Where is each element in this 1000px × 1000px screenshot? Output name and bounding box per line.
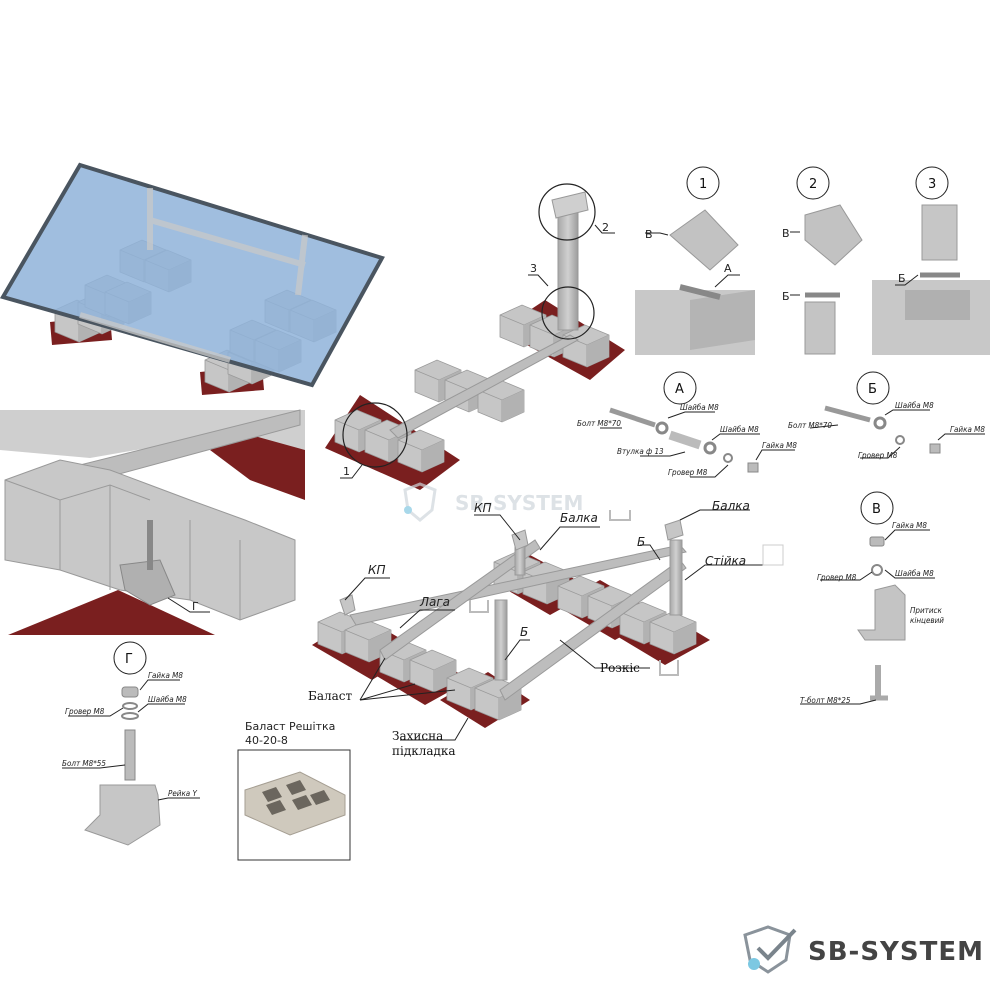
svg-text:Б: Б bbox=[637, 535, 645, 549]
svg-text:Шайба М8: Шайба М8 bbox=[680, 403, 719, 412]
callout-1-label: 1 bbox=[343, 465, 350, 478]
svg-text:Лага: Лага bbox=[419, 595, 450, 609]
brand-name: SB-SYSTEM bbox=[808, 937, 984, 967]
detail-g: Г Гайка М8 Гровер М8 Шайба М8 Болт М8*55… bbox=[62, 641, 200, 846]
svg-text:Балка: Балка bbox=[712, 499, 750, 513]
svg-text:Балка: Балка bbox=[560, 511, 598, 525]
svg-text:В: В bbox=[872, 502, 881, 517]
svg-text:Б: Б bbox=[782, 290, 790, 303]
svg-text:Рейка Y: Рейка Y bbox=[168, 789, 197, 798]
svg-text:КП: КП bbox=[474, 501, 492, 515]
svg-text:А: А bbox=[724, 262, 732, 275]
solar-panel bbox=[0, 162, 385, 388]
zoom-g-label: Г bbox=[192, 600, 199, 613]
side-assembly: 2 3 1 bbox=[325, 183, 625, 490]
brand-logo: SB-SYSTEM bbox=[743, 925, 984, 974]
svg-text:1: 1 bbox=[699, 177, 707, 192]
brand-dot-icon bbox=[748, 958, 760, 970]
svg-text:Гайка М8: Гайка М8 bbox=[148, 671, 183, 680]
svg-text:Т-болт М8*25: Т-болт М8*25 bbox=[800, 696, 851, 705]
detail-b: Б Болт М8*70 Шайба М8 Гровер М8 Гайка М8 bbox=[788, 371, 985, 460]
svg-text:Розкіс: Розкіс bbox=[600, 661, 640, 675]
panel-overview bbox=[0, 162, 385, 395]
svg-text:Притиск: Притиск bbox=[910, 606, 942, 615]
svg-text:Гровер М8: Гровер М8 bbox=[817, 573, 857, 582]
svg-text:Болт М8*70: Болт М8*70 bbox=[788, 421, 832, 430]
svg-text:Баласт: Баласт bbox=[308, 689, 352, 703]
svg-text:Гайка М8: Гайка М8 bbox=[762, 441, 797, 450]
detail-1: 1 В А bbox=[635, 166, 755, 355]
svg-text:Б: Б bbox=[898, 272, 906, 285]
watermark: SB-SYSTEM bbox=[403, 482, 583, 522]
svg-text:Шайба М8: Шайба М8 bbox=[148, 695, 187, 704]
svg-text:2: 2 bbox=[809, 177, 817, 192]
callout-3-label: 3 bbox=[530, 262, 537, 275]
svg-text:Шайба М8: Шайба М8 bbox=[895, 401, 934, 410]
svg-text:А: А bbox=[675, 382, 684, 397]
svg-text:КП: КП bbox=[368, 563, 386, 577]
svg-text:Захисна: Захисна bbox=[392, 729, 443, 743]
svg-text:Гровер М8: Гровер М8 bbox=[65, 707, 105, 716]
svg-text:В: В bbox=[782, 227, 790, 240]
svg-text:Гайка М8: Гайка М8 bbox=[892, 521, 927, 530]
detail-v: В Гайка М8 Гровер М8 Шайба М8 Притиск кі… bbox=[800, 491, 944, 705]
svg-text:Г: Г bbox=[125, 652, 133, 667]
callout-2-label: 2 bbox=[602, 221, 609, 234]
svg-text:Втулка ф 13: Втулка ф 13 bbox=[617, 447, 664, 456]
svg-text:Гайка М8: Гайка М8 bbox=[950, 425, 985, 434]
svg-text:Шайба М8: Шайба М8 bbox=[895, 569, 934, 578]
svg-text:Стійка: Стійка bbox=[705, 554, 746, 568]
svg-text:підкладка: підкладка bbox=[392, 744, 456, 758]
svg-text:В: В bbox=[645, 228, 653, 241]
svg-text:3: 3 bbox=[928, 177, 936, 192]
svg-text:Болт М8*55: Болт М8*55 bbox=[62, 759, 106, 768]
svg-text:кінцевий: кінцевий bbox=[910, 616, 944, 625]
detail-a: А Болт М8*70 Шайба М8 Втулка ф 13 Шайба … bbox=[577, 371, 797, 478]
labeled-assembly: КП Балка Б Балка Стійка КП Лага Б Розкіс… bbox=[308, 499, 784, 758]
svg-text:Б: Б bbox=[868, 382, 877, 397]
svg-text:Гровер М8: Гровер М8 bbox=[858, 451, 898, 460]
svg-text:Шайба М8: Шайба М8 bbox=[720, 425, 759, 434]
svg-text:Б: Б bbox=[520, 625, 528, 639]
zoom-detail-g: Г bbox=[0, 409, 305, 635]
svg-text:Баласт Решітка: Баласт Решітка bbox=[245, 720, 335, 733]
svg-text:SB-SYSTEM: SB-SYSTEM bbox=[455, 491, 583, 515]
svg-text:Гровер М8: Гровер М8 bbox=[668, 468, 708, 477]
detail-2: 2 В Б bbox=[782, 166, 863, 355]
svg-text:Болт М8*70: Болт М8*70 bbox=[577, 419, 621, 428]
svg-text:40-20-8: 40-20-8 bbox=[245, 734, 288, 747]
ballast-grid-card: Баласт Решітка 40-20-8 bbox=[237, 720, 351, 861]
detail-3: 3 Б bbox=[872, 166, 990, 355]
